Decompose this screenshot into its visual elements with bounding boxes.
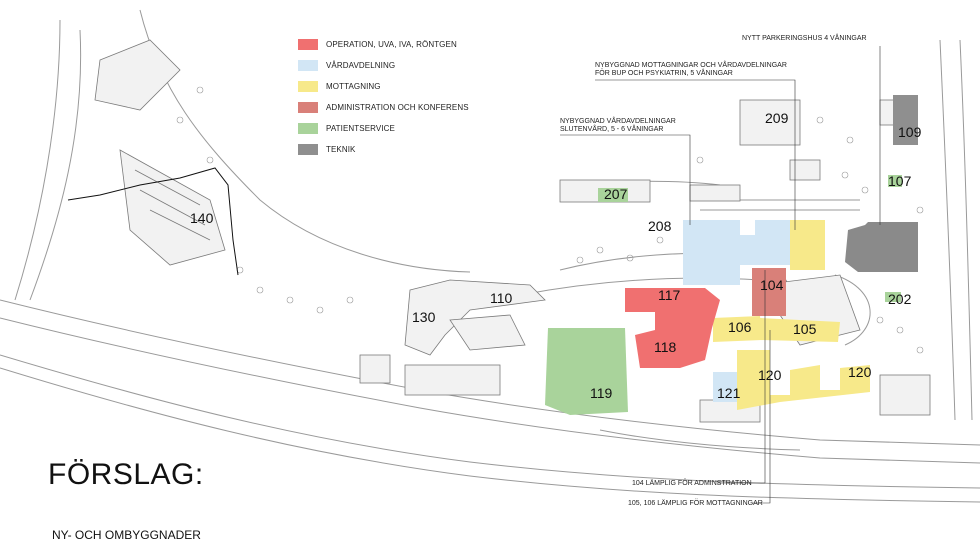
annotation-parking: NYTT PARKERINGSHUS 4 VÅNINGAR — [742, 35, 867, 42]
service-building-202 — [885, 292, 901, 302]
colored-buildings — [545, 95, 918, 415]
label-202: 202 — [888, 291, 912, 307]
leader-lines — [560, 46, 881, 504]
annotation-admin-note: 104 LÄMPLIG FÖR ADMINSTRATION — [632, 480, 752, 487]
service-building-107 — [888, 175, 902, 187]
reception-building-north — [790, 220, 825, 270]
label-130: 130 — [412, 309, 436, 325]
legend-item-admin: ADMINISTRATION OCH KONFERENS — [298, 97, 469, 118]
label-105: 105 — [793, 321, 817, 337]
label-106: 106 — [728, 319, 752, 335]
service-building-119 — [545, 328, 628, 415]
tech-building-parking — [845, 222, 918, 272]
page-title: FÖRSLAG: — [48, 458, 204, 491]
legend-swatch — [298, 123, 318, 134]
page-subtitle: NY- OCH OMBYGGNADER — [52, 528, 201, 542]
ward-building-121 — [713, 372, 737, 402]
legend-item-tech: TEKNIK — [298, 139, 469, 160]
service-building-207 — [598, 188, 628, 202]
annotation-reception-note: 105, 106 LÄMPLIG FÖR MOTTAGNINGAR — [628, 500, 763, 507]
legend-item-reception: MOTTAGNING — [298, 76, 469, 97]
reception-building-105 — [760, 318, 840, 342]
admin-building-104 — [752, 268, 786, 316]
label-118: 118 — [654, 339, 677, 355]
label-104: 104 — [760, 277, 784, 293]
legend-label: PATIENTSERVICE — [326, 124, 395, 133]
label-208: 208 — [648, 218, 672, 234]
legend-item-ward: VÅRDAVDELNING — [298, 55, 469, 76]
label-119: 119 — [590, 385, 613, 401]
legend-label: MOTTAGNING — [326, 82, 381, 91]
trees — [176, 86, 924, 354]
label-207: 207 — [604, 186, 628, 202]
legend-swatch — [298, 81, 318, 92]
annotation-ward-line2: SLUTENVÅRD, 5 - 6 VÅNINGAR — [560, 126, 664, 133]
legend-label: OPERATION, UVA, IVA, RÖNTGEN — [326, 40, 457, 49]
reception-building-120 — [737, 350, 870, 410]
label-109: 109 — [898, 124, 922, 140]
legend-item-service: PATIENTSERVICE — [298, 118, 469, 139]
annotation-bup-line2: FÖR BUP OCH PSYKIATRIN, 5 VÅNINGAR — [595, 70, 733, 77]
legend-swatch — [298, 39, 318, 50]
legend-label: TEKNIK — [326, 145, 356, 154]
reception-building-106 — [713, 316, 762, 342]
label-120-west: 120 — [758, 367, 782, 383]
annotation-ward-line1: NYBYGGNAD VÅRDAVDELNINGAR — [560, 118, 676, 125]
roads — [0, 9, 980, 503]
legend-label: VÅRDAVDELNING — [326, 61, 396, 70]
label-117: 117 — [658, 287, 681, 303]
operation-building-117-118 — [625, 288, 720, 368]
legend-label: ADMINISTRATION OCH KONFERENS — [326, 103, 469, 112]
label-121: 121 — [717, 385, 741, 401]
tech-building-109 — [893, 95, 918, 145]
legend-swatch — [298, 144, 318, 155]
property-boundary — [67, 167, 239, 276]
label-209: 209 — [765, 110, 789, 126]
legend-swatch — [298, 102, 318, 113]
annotation-bup-line1: NYBYGGNAD MOTTAGNINGAR OCH VÅRDAVDELNING… — [595, 62, 787, 69]
label-140: 140 — [190, 210, 214, 226]
label-107: 107 — [888, 173, 912, 189]
legend-item-operation: OPERATION, UVA, IVA, RÖNTGEN — [298, 34, 469, 55]
label-120-east: 120 — [848, 364, 872, 380]
building-numbers: 140 130 110 207 208 209 109 107 104 117 … — [190, 110, 922, 401]
label-110: 110 — [490, 290, 513, 306]
ward-building — [683, 220, 790, 285]
map-legend: OPERATION, UVA, IVA, RÖNTGEN VÅRDAVDELNI… — [298, 34, 469, 160]
legend-swatch — [298, 60, 318, 71]
